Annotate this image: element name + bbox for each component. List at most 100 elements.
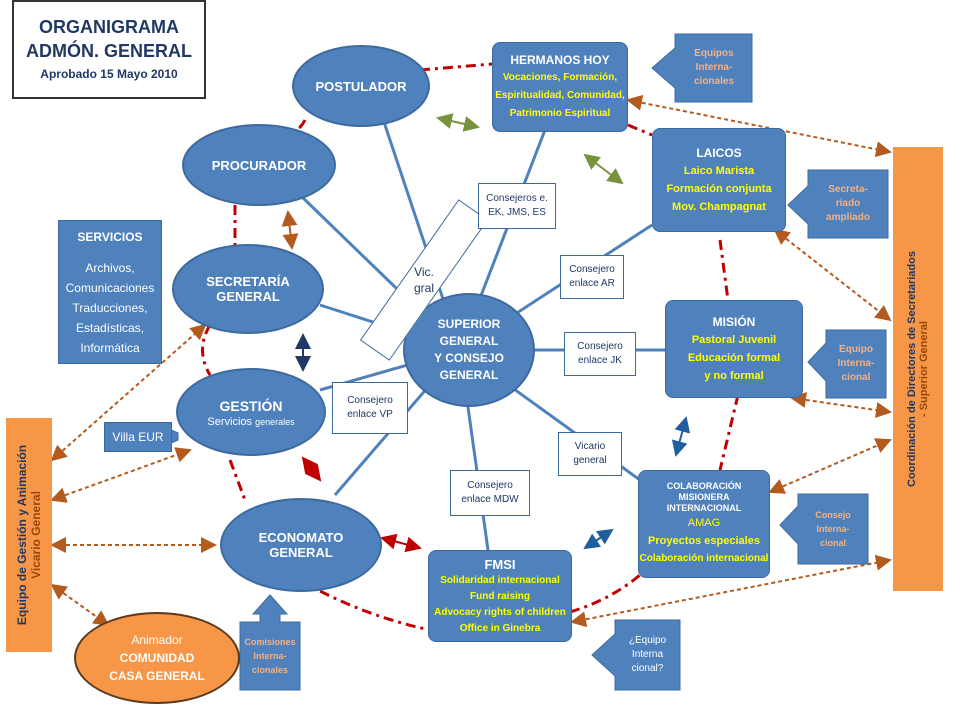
- fmsi-item: Fund raising: [470, 590, 530, 602]
- node-servicios: SERVICIOS Archivos, Comunicaciones Tradu…: [58, 220, 162, 364]
- arrow-gestion-economato: [301, 456, 322, 482]
- node-secretaria: SECRETARÍA GENERAL: [172, 244, 324, 334]
- colab-item: Colaboración internacional: [639, 552, 769, 564]
- title-line3: Aprobado 15 Mayo 2010: [40, 66, 178, 81]
- arrow-label-line: Interna-: [253, 651, 287, 661]
- hermanos-item: Espiritualidad, Comunidad,: [495, 89, 625, 101]
- hermanos-item: Patrimonio Espiritual: [509, 107, 611, 119]
- side-left-text: Equipo de Gestión y Animación Vicario Ge…: [6, 418, 52, 652]
- node-postulador: POSTULADOR: [292, 45, 430, 127]
- side-right-line2: - Superior General: [918, 321, 930, 417]
- hermanos-item: Vocaciones, Formación,: [502, 71, 618, 83]
- link-line: general: [573, 455, 607, 466]
- arrow-hermanos-laicos: [583, 153, 624, 185]
- side-right: Coordinación de Directores de Secretaria…: [893, 147, 943, 591]
- servicios-item: Archivos,: [85, 261, 135, 275]
- node-economato: ECONOMATO GENERAL: [220, 498, 382, 592]
- link-line: enlace VP: [347, 409, 393, 420]
- arrow-mision-colab: [671, 416, 691, 457]
- superior-line4: GENERAL: [439, 368, 499, 382]
- arrow-secretariado-ampliado: Secreta- riado ampliado: [808, 172, 888, 236]
- link-line: enlace AR: [569, 278, 615, 289]
- title-box: ORGANIGRAMA ADMÓN. GENERAL Aprobado 15 M…: [12, 0, 206, 99]
- arrow-equipo-question: ¿Equipo Interna cional?: [615, 622, 680, 688]
- colab-title: MISIONERA: [678, 491, 730, 502]
- link-line: Consejero: [577, 341, 623, 352]
- procurador-label: PROCURADOR: [211, 157, 307, 173]
- secretaria-line1: SECRETARÍA: [206, 274, 290, 289]
- laicos-item: Formación conjunta: [666, 182, 772, 195]
- servicios-title: SERVICIOS: [77, 230, 143, 244]
- arrow-colab-fmsi: [583, 528, 614, 550]
- mision-item: y no formal: [704, 369, 764, 382]
- arrow-label-line: riado: [835, 198, 861, 209]
- superior-line2: GENERAL: [439, 334, 499, 348]
- colab-title: INTERNACIONAL: [666, 502, 742, 513]
- side-left: Equipo de Gestión y Animación Vicario Ge…: [6, 418, 52, 652]
- arrow-label-line: Equipo: [839, 344, 873, 355]
- villa-label: Villa EUR: [112, 430, 164, 444]
- link-line: enlace MDW: [461, 494, 519, 505]
- arrow-consejo-internacional: Consejo Interna- cional: [798, 496, 868, 562]
- fmsi-title: FMSI: [484, 556, 516, 572]
- link-line: Consejeros e.: [486, 193, 548, 204]
- laicos-title: LAICOS: [696, 145, 742, 160]
- side-left-line2: Vicario General: [29, 491, 43, 579]
- gestion-sub: Servicios generales: [207, 416, 294, 428]
- node-superior: SUPERIOR GENERAL Y CONSEJO GENERAL: [403, 293, 535, 407]
- link-consejeros-e: Consejeros e. EK, JMS, ES: [478, 183, 556, 229]
- side-left-line1: Equipo de Gestión y Animación: [15, 444, 29, 626]
- node-procurador: PROCURADOR: [182, 124, 336, 206]
- arrow-label-line: Interna-: [837, 358, 875, 369]
- gestion-sub1: Servicios: [207, 416, 256, 428]
- arrow-equipo-internacional: Equipo Interna- cional: [826, 332, 886, 396]
- gestion-sub2: generales: [255, 417, 295, 427]
- arrow-label-line: cionales: [251, 665, 289, 675]
- secretaria-line2: GENERAL: [216, 289, 280, 304]
- laicos-item: Mov. Champagnat: [672, 200, 766, 213]
- fmsi-item: Solidaridad internacional: [440, 574, 560, 586]
- arrow-label-line: Interna-: [695, 62, 733, 73]
- node-fmsi: FMSI Solidaridad internacional Fund rais…: [428, 550, 572, 642]
- node-hermanos: HERMANOS HOY Vocaciones, Formación, Espi…: [492, 42, 628, 132]
- servicios-item: Comunicaciones: [65, 281, 155, 295]
- arrow-label-line: cional: [841, 372, 871, 383]
- node-colaboracion: COLABORACIÓN MISIONERA INTERNACIONAL AMA…: [638, 470, 770, 578]
- servicios-item: Traducciones,: [72, 301, 148, 315]
- mision-item: Pastoral Juvenil: [691, 333, 777, 346]
- animador-line1: Animador: [131, 633, 183, 647]
- side-right-line1: Coordinación de Directores de Secretaria…: [906, 251, 918, 487]
- link-line: Vicario: [574, 441, 606, 452]
- link-line: Consejero: [467, 480, 513, 491]
- mision-item: Educación formal: [687, 351, 781, 364]
- arrow-label-line: Interna-: [816, 524, 850, 534]
- arrow-hermanos-postulador: [436, 113, 480, 132]
- link-ar: Consejero enlace AR: [560, 255, 624, 299]
- link-jk: Consejero enlace JK: [564, 332, 636, 376]
- node-gestion: GESTIÓN Servicios generales: [176, 368, 326, 456]
- link-line: enlace JK: [578, 355, 622, 366]
- arrow-economato-fmsi: [380, 533, 422, 553]
- postulador-label: POSTULADOR: [315, 78, 407, 94]
- dotted-arrows: [50, 94, 892, 628]
- node-animador: Animador COMUNIDAD CASA GENERAL: [74, 612, 240, 704]
- vicario-bar-label: Vic. gral: [413, 265, 434, 295]
- arrow-label-line: cionales: [693, 76, 735, 87]
- title-line2: ADMÓN. GENERAL: [26, 40, 192, 61]
- animador-line2: COMUNIDAD: [119, 651, 195, 665]
- arrow-equipos-internacionales: Equipos Interna- cionales: [676, 36, 752, 100]
- arrow-label-line: Interna: [631, 649, 664, 660]
- arrow-label-line: cional: [819, 538, 846, 548]
- link-vicario: Vicario general: [558, 432, 622, 476]
- arrow-label-line: Equipos: [694, 48, 734, 59]
- fmsi-item: Advocacy rights of children: [434, 606, 566, 618]
- block-arrows: [159, 33, 889, 691]
- superior-line3: Y CONSEJO: [434, 351, 504, 365]
- superior-line1: SUPERIOR: [437, 317, 501, 331]
- servicios-item: Estadísticas,: [75, 321, 145, 335]
- fmsi-item: Office in Ginebra: [459, 622, 541, 634]
- link-line: Consejero: [347, 395, 393, 406]
- economato-line2: GENERAL: [269, 545, 333, 560]
- link-line: EK, JMS, ES: [488, 207, 546, 218]
